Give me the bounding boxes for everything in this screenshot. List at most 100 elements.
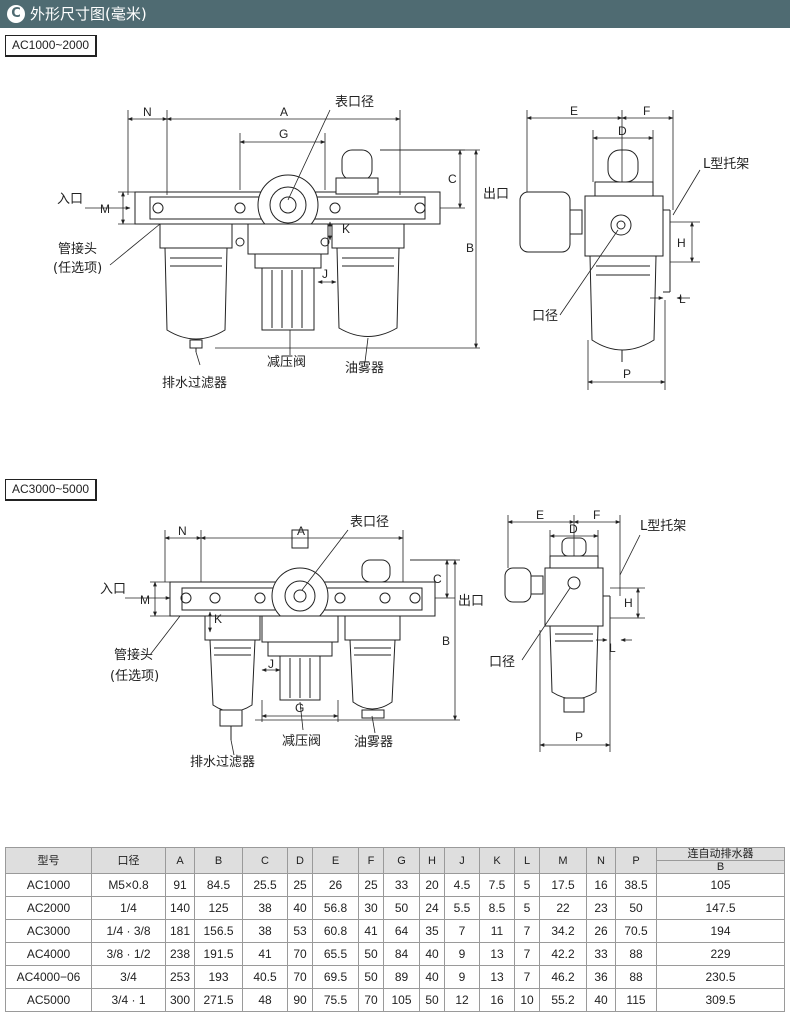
cell-E: 65.5	[312, 942, 359, 966]
cell-C: 25.5	[242, 873, 288, 897]
cell-B: 84.5	[194, 873, 243, 897]
dim-H: H	[677, 236, 686, 250]
table-row: AC1000 M5×0.8 91 84.5 25.5 25 26 25 33 2…	[5, 873, 785, 897]
cell-L: 7	[514, 965, 540, 989]
cell-A: 238	[165, 942, 195, 966]
cell-auto-b: 230.5	[656, 965, 785, 989]
side-view-1	[519, 149, 671, 362]
cell-L: 7	[514, 942, 540, 966]
cell-G: 50	[383, 896, 420, 920]
col-header: E	[312, 847, 359, 874]
side-view-2	[504, 537, 611, 713]
cell-A: 253	[165, 965, 195, 989]
cell-K: 8.5	[479, 896, 515, 920]
cell-A: 300	[165, 988, 195, 1012]
col-header: J	[444, 847, 480, 874]
cell-M: 42.2	[539, 942, 587, 966]
cell-J: 9	[444, 965, 480, 989]
dim-P: P	[623, 367, 631, 381]
cell-G: 64	[383, 919, 420, 943]
cell-D: 25	[287, 873, 313, 897]
cell-H: 40	[419, 965, 445, 989]
col-header: D	[287, 847, 313, 874]
cell-port: 1/4	[91, 896, 166, 920]
cell-L: 7	[514, 919, 540, 943]
dim-L: L	[679, 292, 686, 306]
dim-K-2: K	[214, 612, 222, 626]
cell-port: 3/8 · 1/2	[91, 942, 166, 966]
label-lubricator-2: 油雾器	[354, 735, 393, 750]
label-fitting: 管接头	[58, 241, 97, 257]
spec-table: 型号 口径 A B C D E F G H J K L M N P 连自动排水器…	[5, 847, 785, 1012]
col-header: P	[615, 847, 657, 874]
dim-M-2: M	[140, 593, 150, 607]
cell-G: 89	[383, 965, 420, 989]
cell-M: 55.2	[539, 988, 587, 1012]
dim-D: D	[618, 124, 627, 138]
cell-E: 26	[312, 873, 359, 897]
section-badge: C	[7, 5, 25, 23]
side-view-2-dimensions	[507, 515, 645, 752]
cell-A: 140	[165, 896, 195, 920]
cell-D: 53	[287, 919, 313, 943]
dim-B: B	[466, 241, 474, 255]
cell-P: 115	[615, 988, 657, 1012]
label-drain-filter-2: 排水过滤器	[190, 755, 255, 770]
cell-port: 3/4	[91, 965, 166, 989]
label-bracket-2: L型托架	[640, 519, 686, 534]
front-view-1-labels: N A G C B M K J 表口径 入口 出口 管接头 (任选项) 减压阀 …	[53, 95, 509, 391]
label-regulator: 减压阀	[267, 355, 306, 370]
cell-model: AC2000	[5, 896, 92, 920]
cell-port: 3/4 · 1	[91, 988, 166, 1012]
table-row: AC4000−06 3/4 253 193 40.5 70 69.5 50 89…	[5, 965, 785, 989]
col-header-auto-drain: 连自动排水器	[656, 847, 785, 861]
dim-C: C	[448, 172, 457, 186]
cell-E: 60.8	[312, 919, 359, 943]
section-header: C 外形尺寸图(毫米)	[0, 0, 790, 28]
dim-L-2: L	[609, 641, 616, 655]
dim-K: K	[342, 222, 350, 236]
cell-M: 46.2	[539, 965, 587, 989]
cell-K: 13	[479, 942, 515, 966]
cell-F: 30	[358, 896, 384, 920]
cell-K: 16	[479, 988, 515, 1012]
cell-J: 4.5	[444, 873, 480, 897]
cell-auto-b: 229	[656, 942, 785, 966]
cell-model: AC4000	[5, 942, 92, 966]
label-regulator-2: 减压阀	[282, 734, 321, 749]
cell-C: 41	[242, 942, 288, 966]
cell-N: 16	[586, 873, 616, 897]
cell-D: 90	[287, 988, 313, 1012]
dim-D-2: D	[569, 522, 578, 536]
cell-auto-b: 309.5	[656, 988, 785, 1012]
cell-M: 22	[539, 896, 587, 920]
table-row: AC5000 3/4 · 1 300 271.5 48 90 75.5 70 1…	[5, 988, 785, 1012]
cell-model: AC3000	[5, 919, 92, 943]
cell-C: 38	[242, 919, 288, 943]
cell-J: 7	[444, 919, 480, 943]
cell-J: 9	[444, 942, 480, 966]
cell-J: 12	[444, 988, 480, 1012]
cell-C: 48	[242, 988, 288, 1012]
table-header-row: 型号 口径 A B C D E F G H J K L M N P 连自动排水器	[5, 847, 785, 874]
cell-F: 41	[358, 919, 384, 943]
dim-G: G	[279, 127, 288, 141]
col-header: K	[479, 847, 515, 874]
cell-port: M5×0.8	[91, 873, 166, 897]
col-header-auto-drain-b: B	[656, 860, 785, 874]
dim-J-2: J	[268, 657, 274, 671]
front-view-2-dimensions	[125, 529, 460, 756]
dimension-table: 型号 口径 A B C D E F G H J K L M N P 连自动排水器…	[5, 847, 785, 1012]
label-fitting-2: 管接头	[114, 647, 153, 663]
model-tag-ac1000-2000: AC1000~2000	[5, 35, 98, 57]
dim-G-2: G	[295, 701, 304, 715]
cell-L: 10	[514, 988, 540, 1012]
col-header: A	[165, 847, 195, 874]
side-view-1-labels: E F D H L P L型托架 口径	[532, 104, 749, 381]
label-gauge-port-2: 表口径	[350, 515, 389, 530]
col-header: L	[514, 847, 540, 874]
cell-G: 105	[383, 988, 420, 1012]
side-view-2-labels: E F D H L P L型托架 口径	[489, 508, 686, 744]
cell-K: 11	[479, 919, 515, 943]
col-header: M	[539, 847, 587, 874]
